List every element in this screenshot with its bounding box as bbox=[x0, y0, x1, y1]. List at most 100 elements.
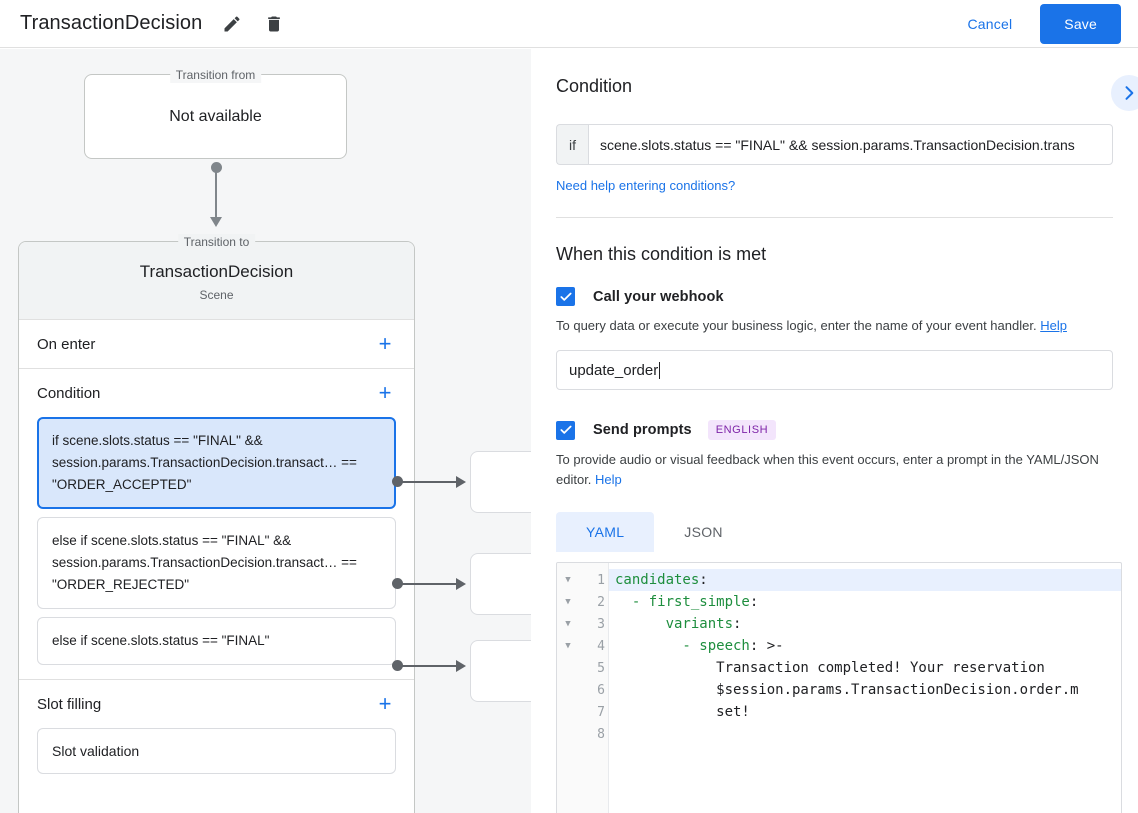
trash-icon[interactable] bbox=[262, 12, 286, 36]
editor-line-number: 2 bbox=[597, 594, 605, 610]
condition-0-out-arrow bbox=[456, 476, 466, 488]
transition-target-box-1[interactable] bbox=[470, 553, 531, 615]
condition-1-out-dot bbox=[392, 578, 403, 589]
condition-expression-input[interactable]: scene.slots.status == "FINAL" && session… bbox=[588, 124, 1113, 165]
scene-canvas[interactable]: Transition from Not available Transition… bbox=[0, 49, 531, 813]
fold-arrow-icon[interactable]: ▼ bbox=[565, 619, 571, 629]
editor-line-number: 1 bbox=[597, 572, 605, 588]
yaml-key-token: variants bbox=[615, 616, 734, 632]
editor-line-number: 8 bbox=[597, 726, 605, 742]
webhook-handler-value: update_order bbox=[569, 361, 659, 379]
prompts-help-link[interactable]: Help bbox=[595, 472, 622, 487]
webhook-description-text: To query data or execute your business l… bbox=[556, 318, 1037, 333]
prompts-description: To provide audio or visual feedback when… bbox=[556, 450, 1108, 490]
condition-1-out-arrow bbox=[456, 578, 466, 590]
editor-gutter-row: 7 bbox=[557, 701, 608, 723]
editor-code-area[interactable]: candidates: - first_simple: variants: - … bbox=[609, 563, 1121, 813]
when-condition-met-section: When this condition is met Call your web… bbox=[531, 218, 1138, 813]
editor-code-line: $session.params.TransactionDecision.orde… bbox=[615, 682, 1079, 698]
section-on-enter-title: On enter bbox=[37, 335, 96, 353]
chevron-right-icon[interactable] bbox=[1111, 75, 1138, 111]
condition-2-out-line bbox=[398, 665, 458, 667]
save-button[interactable]: Save bbox=[1040, 3, 1121, 44]
condition-section: Condition if scene.slots.status == "FINA… bbox=[531, 49, 1138, 218]
editor-gutter-row: 5 bbox=[557, 657, 608, 679]
editor-code-line bbox=[609, 723, 1121, 745]
condition-item-0[interactable]: if scene.slots.status == "FINAL" && sess… bbox=[37, 417, 396, 509]
editor-code-line: Transaction completed! Your reservation bbox=[615, 660, 1045, 676]
editor-gutter-row: 8 bbox=[557, 723, 608, 745]
editor-code-line: set! bbox=[615, 704, 750, 720]
condition-2-out-arrow bbox=[456, 660, 466, 672]
transition-target-box-2[interactable] bbox=[470, 640, 531, 702]
need-help-conditions-link[interactable]: Need help entering conditions? bbox=[556, 178, 736, 193]
condition-item-1[interactable]: else if scene.slots.status == "FINAL" &&… bbox=[37, 517, 396, 609]
condition-item-2[interactable]: else if scene.slots.status == "FINAL" bbox=[37, 617, 396, 665]
cancel-button[interactable]: Cancel bbox=[956, 7, 1025, 41]
yaml-punct-token: : bbox=[749, 594, 759, 610]
transition-from-box[interactable]: Transition from Not available bbox=[84, 67, 347, 159]
send-prompts-label: Send prompts bbox=[593, 422, 692, 438]
transition-from-value: Not available bbox=[169, 107, 262, 125]
add-on-enter-button[interactable]: + bbox=[378, 331, 392, 356]
condition-1-out-line bbox=[398, 583, 458, 585]
transition-to-title: TransactionDecision bbox=[139, 262, 294, 281]
editor-line-number: 3 bbox=[597, 616, 605, 632]
section-slot-filling: Slot filling + Slot validation bbox=[19, 680, 414, 788]
yaml-key-token: candidates bbox=[615, 572, 700, 588]
yaml-key-token: - speech bbox=[615, 638, 750, 654]
tab-yaml[interactable]: YAML bbox=[556, 512, 655, 552]
slot-validation-item[interactable]: Slot validation bbox=[37, 728, 396, 774]
webhook-description: To query data or execute your business l… bbox=[556, 316, 1113, 336]
editor-gutter-row: ▼4 bbox=[557, 635, 608, 657]
call-webhook-checkbox[interactable] bbox=[556, 287, 575, 306]
panel-divider bbox=[556, 217, 1113, 218]
connector-line-vertical bbox=[215, 167, 217, 219]
add-slot-filling-button[interactable]: + bbox=[378, 691, 392, 716]
condition-details-panel: Condition if scene.slots.status == "FINA… bbox=[531, 49, 1138, 813]
editor-code-line: variants: bbox=[609, 613, 1121, 635]
condition-0-out-line bbox=[398, 481, 458, 483]
topbar-actions: Cancel Save bbox=[956, 3, 1138, 44]
transition-target-box-0[interactable] bbox=[470, 451, 531, 513]
pencil-icon[interactable] bbox=[220, 12, 244, 36]
if-label: if bbox=[556, 124, 588, 165]
section-condition-title: Condition bbox=[37, 384, 101, 402]
section-condition: Condition + if scene.slots.status == "FI… bbox=[19, 369, 414, 680]
connector-arrow-down bbox=[210, 217, 222, 227]
yaml-punct-token: : bbox=[699, 572, 708, 588]
editor-code-line: candidates: bbox=[609, 569, 1121, 591]
editor-gutter-row: ▼3 bbox=[557, 613, 608, 635]
editor-format-tabs: YAML JSON bbox=[556, 512, 1113, 552]
yaml-key-token: - first_simple bbox=[615, 594, 750, 610]
transition-to-legend: Transition to bbox=[177, 234, 256, 250]
text-caret bbox=[659, 361, 661, 379]
editor-code-line: - speech: >- bbox=[609, 635, 1121, 657]
editor-line-number: 4 bbox=[597, 638, 605, 654]
page-title: TransactionDecision bbox=[20, 12, 203, 34]
when-condition-met-heading: When this condition is met bbox=[556, 244, 767, 264]
webhook-help-link[interactable]: Help bbox=[1040, 318, 1067, 333]
webhook-handler-input[interactable]: update_order bbox=[556, 350, 1113, 390]
condition-if-row[interactable]: if scene.slots.status == "FINAL" && sess… bbox=[556, 124, 1113, 165]
transition-to-subtitle: Scene bbox=[199, 288, 234, 302]
add-condition-button[interactable]: + bbox=[378, 380, 392, 405]
fold-arrow-icon[interactable]: ▼ bbox=[565, 575, 571, 585]
editor-line-number: 5 bbox=[597, 660, 605, 676]
condition-2-out-dot bbox=[392, 660, 403, 671]
transition-from-legend: Transition from bbox=[169, 67, 262, 83]
condition-0-out-dot bbox=[392, 476, 403, 487]
send-prompts-checkbox[interactable] bbox=[556, 420, 575, 440]
tab-json[interactable]: JSON bbox=[684, 524, 723, 540]
editor-line-number: 7 bbox=[597, 704, 605, 720]
language-badge: ENGLISH bbox=[707, 420, 777, 440]
editor-gutter-row: ▼1 bbox=[557, 569, 608, 591]
webhook-check-row: Call your webhook bbox=[556, 287, 1113, 306]
transition-to-header: TransactionDecision Scene bbox=[19, 242, 414, 320]
editor-line-number: 6 bbox=[597, 682, 605, 698]
transition-to-card[interactable]: Transition to TransactionDecision Scene … bbox=[18, 234, 415, 813]
fold-arrow-icon[interactable]: ▼ bbox=[565, 597, 571, 607]
fold-arrow-icon[interactable]: ▼ bbox=[565, 641, 571, 651]
